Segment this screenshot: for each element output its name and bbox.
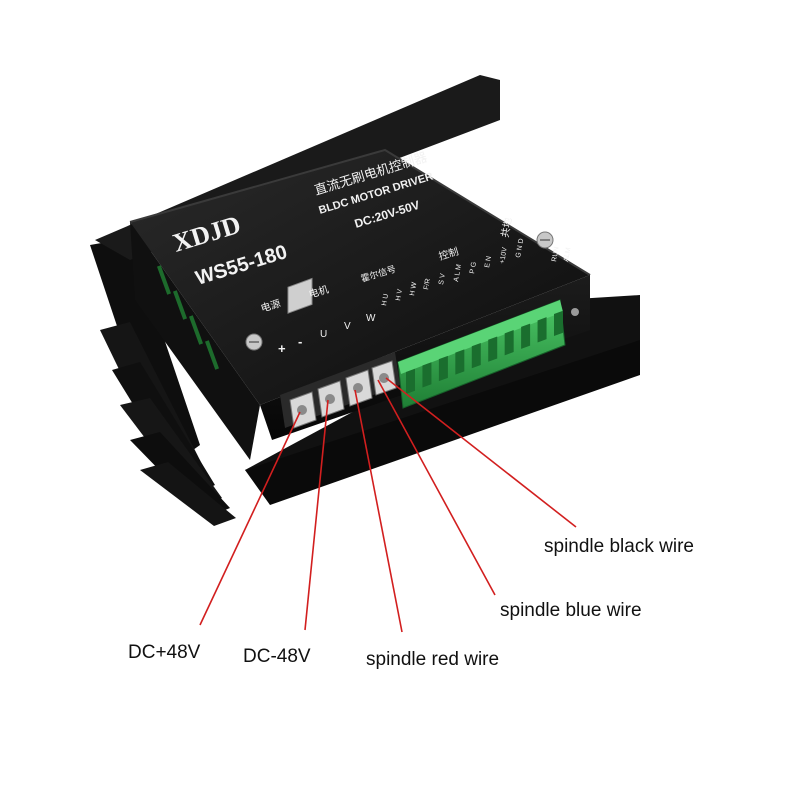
terminal-hw: H W bbox=[409, 281, 418, 296]
leader-dc-plus bbox=[199, 411, 301, 626]
terminal-10v: +10V bbox=[499, 247, 509, 265]
terminal-pg: P G bbox=[469, 261, 478, 274]
terminal-en: E N bbox=[484, 256, 493, 269]
leader-spindle-blue bbox=[377, 379, 496, 596]
green-terminal-slot bbox=[438, 355, 448, 382]
terminal-u: U bbox=[320, 329, 327, 340]
terminal-sv: S V bbox=[438, 273, 447, 286]
common-label-cn: 共地 bbox=[498, 217, 514, 239]
terminal-gnd: G N D bbox=[515, 238, 525, 258]
leader-dc-minus bbox=[304, 399, 329, 631]
callout-spindle-blue: spindle blue wire bbox=[500, 600, 642, 621]
leader-lines bbox=[199, 377, 577, 633]
terminal-v: V bbox=[344, 321, 351, 332]
green-terminal-slot bbox=[504, 330, 514, 356]
callout-spindle-red: spindle red wire bbox=[366, 649, 500, 670]
leader-spindle-red bbox=[354, 389, 403, 633]
green-terminal-slot bbox=[537, 317, 547, 343]
callout-dc-minus: DC-48V bbox=[243, 646, 311, 667]
green-terminal-slot bbox=[554, 310, 563, 337]
terminal-hu: H U bbox=[381, 293, 390, 306]
green-terminal-slot bbox=[488, 336, 498, 362]
green-terminal-slot bbox=[471, 342, 481, 369]
terminal-w: W bbox=[366, 313, 376, 324]
housing-top bbox=[130, 150, 590, 405]
terminal-hv: H V bbox=[395, 288, 404, 301]
indicator-run: RUN bbox=[551, 246, 561, 262]
leader-spindle-black bbox=[385, 377, 577, 528]
green-terminal-slot bbox=[455, 349, 465, 375]
green-terminal-slot bbox=[406, 368, 415, 394]
terminal-fr: F/R bbox=[423, 278, 432, 290]
green-terminal-slot bbox=[422, 362, 432, 388]
terminal-plus: + bbox=[278, 341, 286, 356]
indicator-alm: ALM bbox=[563, 247, 572, 263]
callout-dc-plus: DC+48V bbox=[128, 642, 201, 663]
callout-spindle-black: spindle black wire bbox=[544, 536, 694, 557]
terminal-minus: - bbox=[298, 334, 302, 349]
terminal-alm: A L M bbox=[453, 264, 463, 283]
green-terminal-slot bbox=[521, 323, 531, 349]
